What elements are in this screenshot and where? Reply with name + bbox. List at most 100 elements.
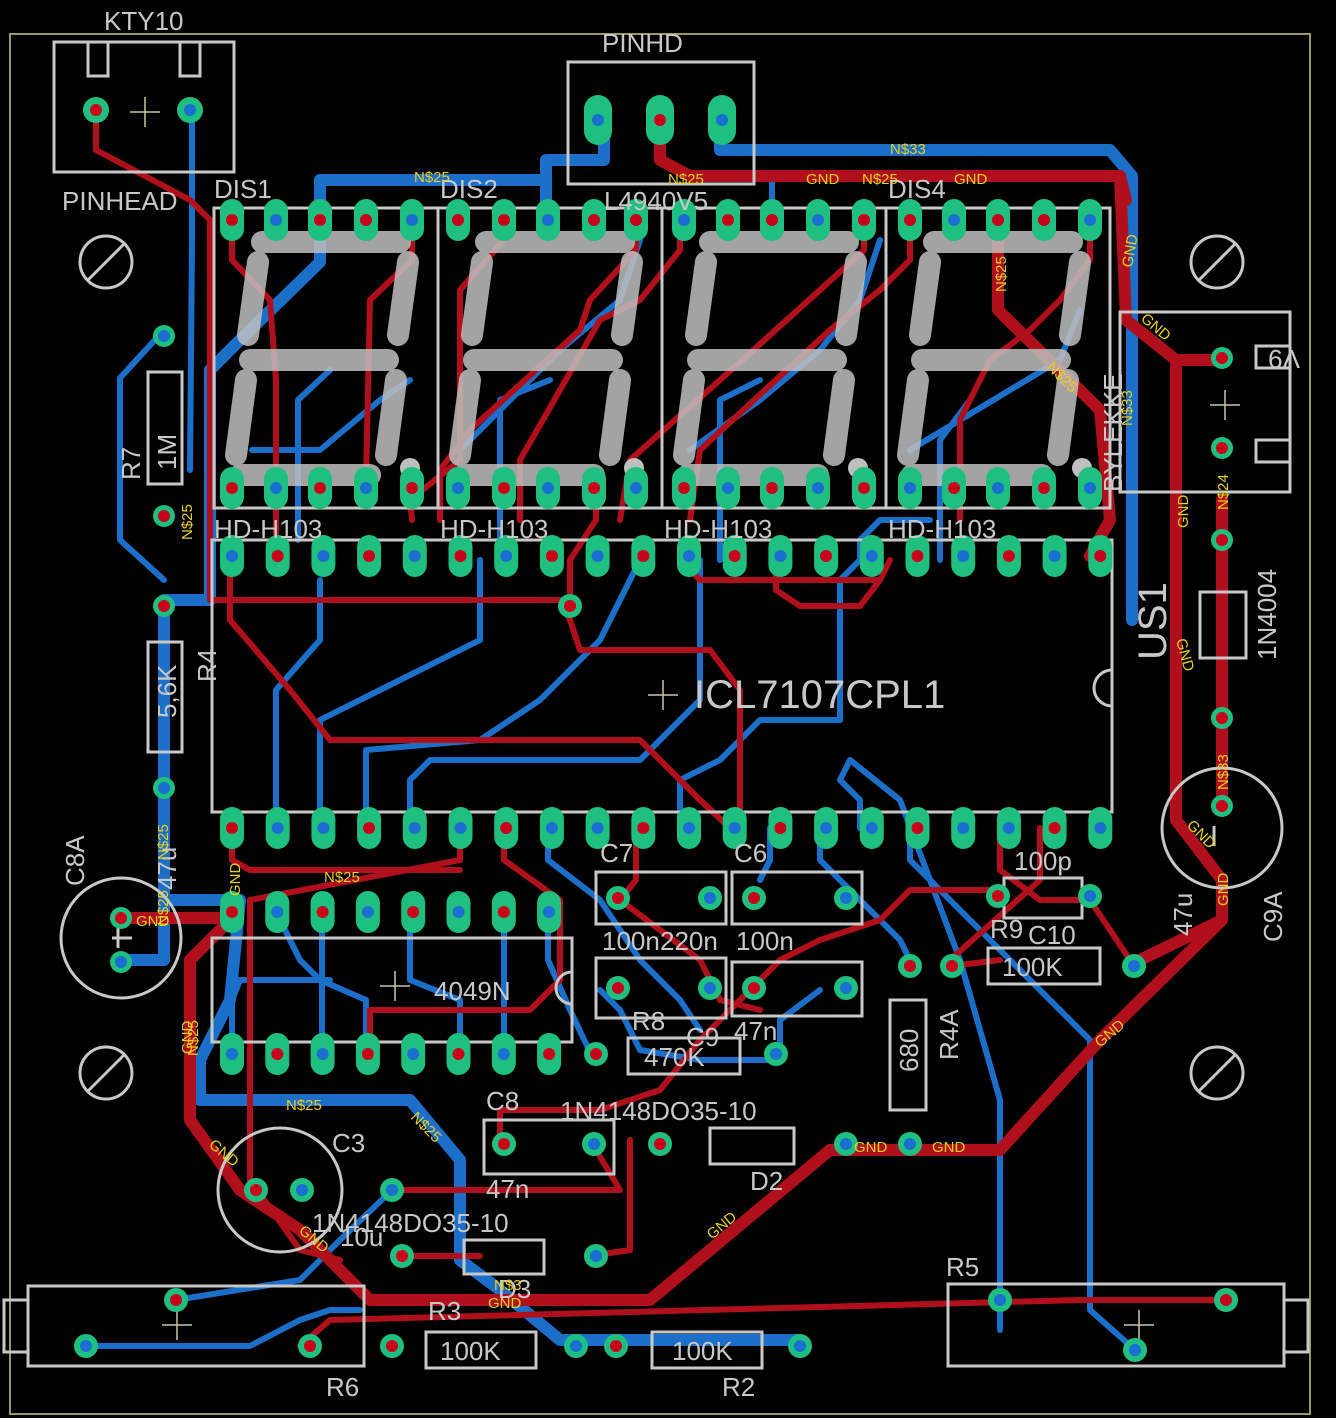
label-hd3: HD-H103 xyxy=(664,514,772,544)
label-hd1: HD-H103 xyxy=(214,514,322,544)
pad-drill xyxy=(314,214,326,226)
pad-drill xyxy=(637,550,650,562)
net-label: N$25 xyxy=(862,171,898,188)
label-c8-value: 47n xyxy=(486,1174,529,1204)
pad-drill xyxy=(904,1138,916,1150)
net-label: GND xyxy=(1119,233,1142,269)
pad-drill xyxy=(497,1048,510,1060)
net-label: N$3 xyxy=(494,1277,522,1294)
pad-drill xyxy=(543,906,556,918)
net-labels: N$25 N$33 GND N$25 GND N$25 GND N$25 GND… xyxy=(136,141,1232,1312)
pad-drill xyxy=(271,822,284,834)
display-dis2 xyxy=(436,206,664,510)
label-d1: 1N4148DO35-10 xyxy=(560,1096,757,1126)
label-pinhd: PINHD xyxy=(602,28,683,58)
net-label: N$25 xyxy=(185,1020,202,1056)
pad-drill xyxy=(407,906,420,918)
label-c8: C8 xyxy=(486,1086,519,1116)
pad-drill xyxy=(1084,214,1096,226)
pad-drill xyxy=(678,214,690,226)
pad-drill xyxy=(316,906,329,918)
pad-drill xyxy=(591,822,604,834)
pad-drill xyxy=(992,214,1004,226)
pad-drill xyxy=(994,1294,1006,1306)
pad-drill xyxy=(452,482,464,494)
pad-drill xyxy=(840,1138,852,1150)
pad-drill xyxy=(545,822,558,834)
pad-drill xyxy=(1038,482,1050,494)
net-label: N$33 xyxy=(1119,390,1136,426)
label-r4a-value: 680 xyxy=(894,1029,924,1072)
pad-drill xyxy=(774,822,787,834)
label-r6: R6 xyxy=(326,1372,359,1402)
pad-drill xyxy=(1084,482,1096,494)
pad-drill xyxy=(704,892,716,904)
mounting-holes xyxy=(78,234,1245,1101)
pad-drill xyxy=(683,822,695,834)
pad-drill xyxy=(115,956,127,968)
pad-drill xyxy=(360,482,372,494)
net-label: N$24 xyxy=(1215,474,1232,510)
silkscreen-outlines xyxy=(2,40,1310,1370)
label-hd2: HD-H103 xyxy=(440,514,548,544)
pad-drill xyxy=(564,600,576,612)
pad-drill xyxy=(500,822,513,834)
net-label: GND xyxy=(488,1295,522,1312)
label-c3: C3 xyxy=(332,1128,365,1158)
pad-drill xyxy=(770,1048,782,1060)
label-c10-value: 100p xyxy=(1014,846,1072,876)
label-r7: R7 xyxy=(116,447,146,480)
net-label: N$25 xyxy=(414,169,450,186)
label-r5: R5 xyxy=(946,1252,979,1282)
pad-drill xyxy=(386,1340,398,1352)
pad-drill xyxy=(271,550,284,562)
label-c7-value: 220n xyxy=(660,926,718,956)
label-c8a: C8A xyxy=(60,835,90,886)
component-pads xyxy=(74,95,1238,1362)
pad-drill xyxy=(1038,214,1050,226)
pad-drill xyxy=(858,214,870,226)
net-label: N$25 xyxy=(155,890,172,926)
pad-drill xyxy=(1216,800,1228,812)
net-label: GND xyxy=(1175,495,1192,529)
net-label: GND xyxy=(1215,873,1232,907)
pad-drill xyxy=(904,960,916,972)
pad-drill xyxy=(774,550,787,562)
pad-drill xyxy=(630,482,642,494)
pad-drill xyxy=(500,550,513,562)
net-label: GND xyxy=(932,1139,966,1156)
pad-drill xyxy=(1002,822,1015,834)
pad-drill xyxy=(683,550,695,562)
pad-drill xyxy=(570,1340,582,1352)
label-dis1: DIS1 xyxy=(214,174,272,204)
net-label: GND xyxy=(136,913,170,930)
pad-drill xyxy=(361,906,374,918)
pad-drill xyxy=(542,214,554,226)
pad-drill xyxy=(1216,534,1228,546)
pad-drill xyxy=(820,550,833,562)
pad-drill xyxy=(748,892,760,904)
pad-drill xyxy=(728,550,741,562)
pad-drill xyxy=(1216,352,1228,364)
label-dis2: DIS2 xyxy=(440,174,498,204)
pad-drill xyxy=(1084,890,1096,902)
label-4049: 4049N xyxy=(434,976,511,1006)
label-r7-value: 1M xyxy=(152,434,182,470)
label-c9-value: 47n xyxy=(734,1016,777,1046)
label-c6: C6 xyxy=(734,838,767,868)
label-c7: C7 xyxy=(600,838,633,868)
pad-drill xyxy=(612,892,624,904)
pad-drill xyxy=(588,214,600,226)
pad-drill xyxy=(498,1138,510,1150)
net-label: GND xyxy=(806,171,840,188)
pad-drill xyxy=(454,550,467,562)
label-r4: R4 xyxy=(192,649,222,682)
label-r9-value: 100K xyxy=(1002,952,1063,982)
pad-drill xyxy=(317,822,330,834)
pad-drill xyxy=(812,482,824,494)
pad-drill xyxy=(314,482,326,494)
label-r4a: R4A xyxy=(934,1009,964,1060)
label-us1: US1 xyxy=(1131,582,1175,660)
pad-drill xyxy=(316,1048,329,1060)
